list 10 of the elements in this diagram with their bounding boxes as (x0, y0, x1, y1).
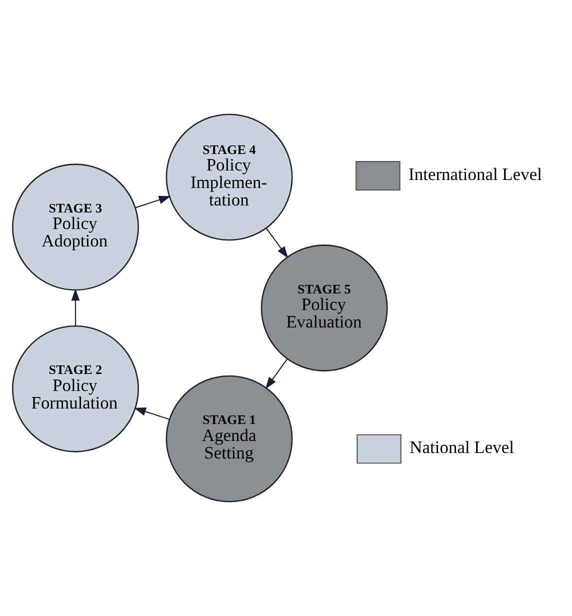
node-circle: STAGE 4 Policy Implemen- tation (166, 114, 293, 241)
arrow (135, 196, 171, 208)
arrow (265, 358, 288, 390)
arrow (71, 288, 80, 326)
legend-label: International Level (408, 164, 542, 184)
node-circle: STAGE 3 Policy Adoption (12, 164, 139, 291)
arrow (134, 408, 170, 420)
legend-label: National Level (410, 437, 514, 458)
arrow (266, 228, 288, 258)
node-circle: STAGE 2 Policy Formulation (12, 325, 139, 452)
